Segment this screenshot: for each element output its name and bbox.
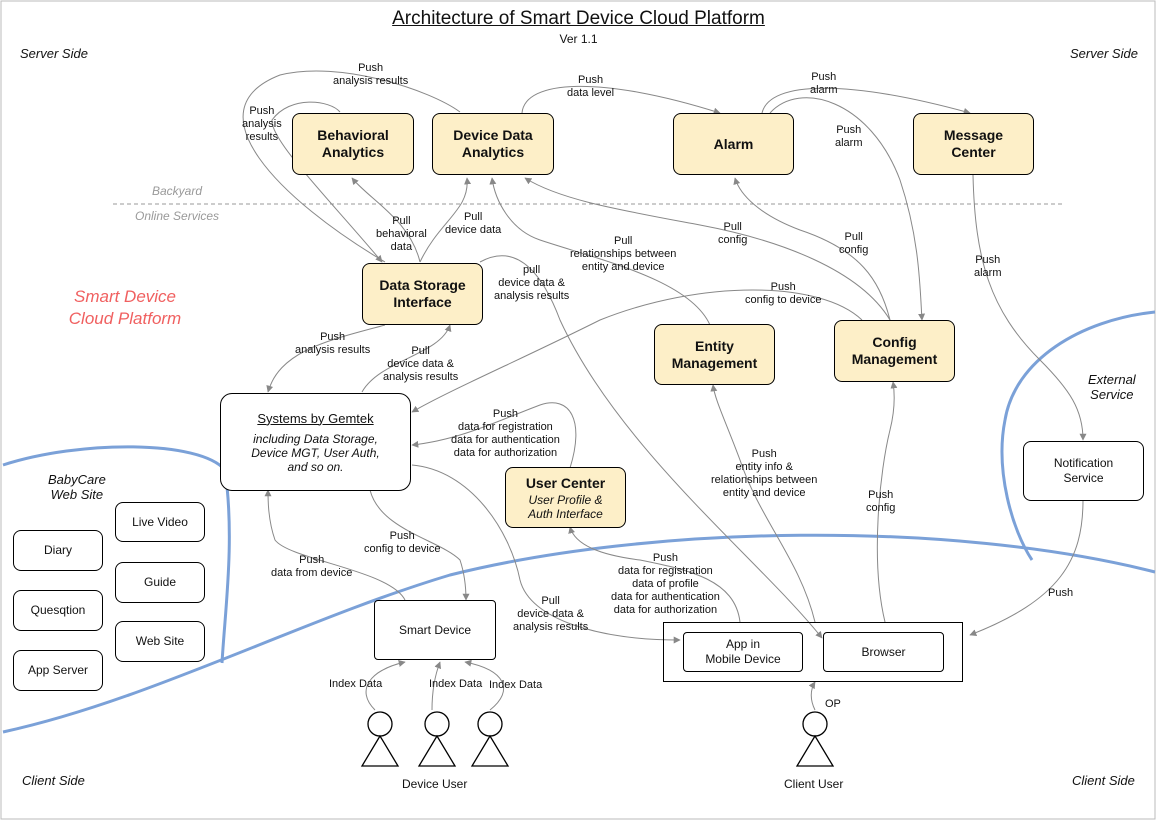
diagram-title: Architecture of Smart Device Cloud Platf… — [392, 8, 765, 29]
label-push-config: Push config — [866, 489, 896, 514]
systems-title: Systems by Gemtek — [257, 410, 374, 426]
entity-management-node: Entity Management — [654, 324, 775, 385]
label-pull-config-1: Pull config — [718, 221, 748, 246]
smart-device-node: Smart Device — [374, 600, 496, 660]
data-storage-interface-node: Data Storage Interface — [362, 263, 483, 325]
connectors — [242, 70, 1087, 711]
app-server-node: App Server — [13, 650, 103, 691]
label-pull-device-data-analysis-mid: Pull device data & analysis results — [383, 345, 459, 383]
label-push-alarm-top: Push alarm — [810, 71, 838, 96]
app-mobile-device-node: App in Mobile Device — [683, 632, 803, 672]
zone-babycare: BabyCare Web Site — [48, 472, 106, 502]
label-pull-device-data: Pull device data — [445, 211, 502, 236]
label-push-analysis-results-mid: Push analysis results — [295, 331, 371, 356]
label-push-analysis-results-left: Push analysis results — [242, 105, 282, 143]
web-site-node: Web Site — [115, 621, 205, 662]
label-index-data-3: Index Data — [489, 679, 543, 691]
corner-client-left: Client Side — [22, 773, 85, 788]
label-pull-relationships: Pull relationships between entity and de… — [570, 235, 677, 273]
platform-label: Smart Device Cloud Platform — [68, 287, 182, 328]
client-user-label: Client User — [784, 777, 844, 791]
label-push-entity-info: Push entity info & relationships between… — [711, 448, 818, 499]
label-push-registration-top: Push data for registration data for auth… — [451, 408, 560, 459]
label-push-config-to-device-low: Push config to device — [364, 530, 441, 555]
label-pull-device-data-analysis-low: Pull device data & analysis results — [513, 595, 589, 633]
live-video-node: Live Video — [115, 502, 205, 542]
label-push-analysis-results-top: Push analysis results — [333, 62, 409, 87]
user-center-description: User Profile & Auth Interface — [528, 492, 603, 521]
diary-node: Diary — [13, 530, 103, 571]
label-push-data-from-device: Push data from device — [271, 554, 353, 579]
corner-server-right: Server Side — [1070, 46, 1138, 61]
systems-description: including Data Storage, Device MGT, User… — [251, 431, 380, 474]
corner-client-right: Client Side — [1072, 773, 1135, 788]
zone-backyard: Backyard — [152, 184, 203, 198]
label-index-data-1: Index Data — [329, 678, 383, 690]
quesqtion-node: Quesqtion — [13, 590, 103, 631]
systems-by-gemtek-node: Systems by Gemtek including Data Storage… — [220, 393, 411, 491]
label-pull-device-data-analysis-top: pull device data & analysis results — [494, 264, 570, 302]
client-user-figure — [795, 711, 835, 767]
user-center-node: User Center User Profile & Auth Interfac… — [505, 467, 626, 528]
device-data-analytics-node: Device Data Analytics — [432, 113, 554, 175]
zone-external-service: External Service — [1088, 372, 1136, 402]
label-pull-config-2: Pull config — [839, 231, 869, 256]
zone-online-services: Online Services — [135, 209, 220, 223]
browser-node: Browser — [823, 632, 944, 672]
label-op: OP — [825, 698, 841, 710]
label-push-notify: Push — [1048, 587, 1074, 599]
device-user-figures — [360, 711, 510, 767]
label-push-config-to-device-top: Push config to device — [745, 281, 822, 306]
device-user-label: Device User — [402, 777, 468, 791]
external-boundary — [1000, 310, 1156, 561]
label-pull-behavioral-data: Pull behavioral data — [376, 215, 427, 253]
client-server-boundary — [2, 533, 1156, 734]
label-push-data-level: Push data level — [567, 74, 615, 99]
diagram-version: Ver 1.1 — [559, 32, 598, 46]
message-center-node: Message Center — [913, 113, 1034, 175]
label-push-registration-bottom: Push data for registration data of profi… — [611, 552, 720, 616]
notification-service-node: Notification Service — [1023, 441, 1144, 501]
guide-node: Guide — [115, 562, 205, 603]
corner-server-left: Server Side — [20, 46, 88, 61]
client-device-container — [663, 622, 963, 682]
label-push-alarm-mid: Push alarm — [835, 124, 863, 149]
alarm-node: Alarm — [673, 113, 794, 175]
config-management-node: Config Management — [834, 320, 955, 382]
label-index-data-2: Index Data — [429, 678, 483, 690]
behavioral-analytics-node: Behavioral Analytics — [292, 113, 414, 175]
user-center-title: User Center — [525, 474, 606, 491]
label-push-alarm-right: Push alarm — [974, 254, 1002, 279]
